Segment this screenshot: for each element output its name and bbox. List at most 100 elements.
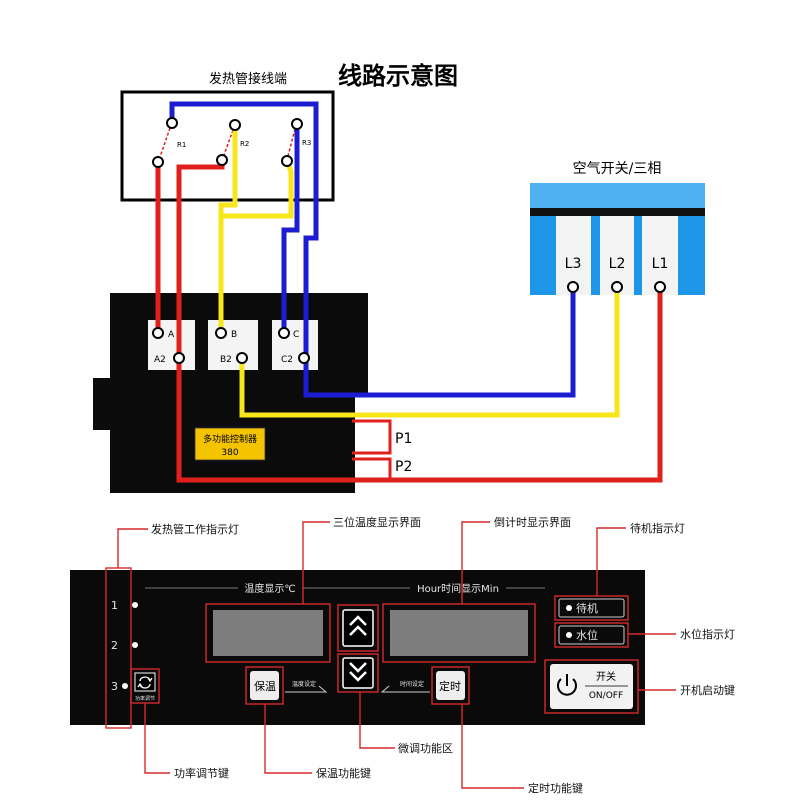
air-switch-label: 空气开关/三相 [573, 161, 662, 177]
time-set-arrow [380, 685, 430, 693]
terminal-r2-top [229, 119, 241, 131]
annotation-water-indicator: 水位指示灯 [680, 627, 735, 641]
water-light-frame [558, 625, 625, 645]
terminal-label-c: C [293, 330, 299, 340]
terminal-b2 [236, 352, 248, 364]
heater-indicator-light-1 [132, 602, 138, 608]
temp-display-title: 温度显示℃ [244, 582, 295, 595]
phase-label-l1: L1 [652, 256, 669, 272]
power-switch [550, 664, 633, 709]
port-label-p1: P1 [395, 431, 412, 447]
heater-element-r1 [159, 127, 171, 158]
terminal-l1 [654, 281, 666, 293]
annotation-line-fine-tune [359, 692, 395, 749]
controller-voltage: 380 [221, 448, 238, 458]
temp-set-label: 温度设定 [292, 680, 316, 688]
standby-light-frame [558, 598, 625, 618]
annotation-countdown-display: 倒计时显示界面 [494, 516, 571, 529]
indicator-number-1: 1 [111, 599, 118, 612]
resistor-label-r3: R3 [302, 139, 311, 147]
timer-key [436, 671, 465, 700]
annotation-keep-warm-key: 保温功能键 [316, 766, 371, 780]
terminal-r3-top [291, 118, 303, 130]
temp-set-arrow [285, 685, 328, 693]
time-display-screen [390, 610, 528, 656]
yellow-wire-r2-to-b [218, 125, 238, 333]
annotation-line-keep-warm-key [264, 704, 312, 774]
power-switch-highlight [544, 659, 639, 714]
terminal-label-b2: B2 [220, 355, 232, 365]
standby-light-label: 待机 [576, 601, 598, 615]
annotation-line-countdown-display [461, 521, 490, 604]
terminal-label-a: A [168, 330, 175, 340]
chevron-up-icon [349, 615, 367, 636]
power-adjust-key-label: 功率调节 [135, 695, 155, 702]
terminal-block-c [272, 320, 318, 370]
terminal-r1-top [166, 117, 178, 129]
indicator-number-2: 2 [111, 639, 118, 652]
annotation-line-power-adjust-key [144, 703, 170, 774]
controller-name: 多功能控制器 [203, 433, 257, 445]
terminal-label-b: B [231, 330, 237, 340]
terminal-c2 [298, 352, 310, 364]
annotation-power-adjust-key: 功率调节键 [174, 766, 229, 780]
red-wire-p2 [352, 457, 392, 478]
resistor-label-r1: R1 [177, 141, 186, 149]
blue-wire-r3-to-c [281, 124, 300, 333]
heater-element-r2 [223, 129, 234, 156]
keep-warm-key [250, 671, 279, 700]
terminal-r1-bottom [152, 156, 164, 168]
resistor-label-r2: R2 [240, 140, 249, 148]
terminal-label-c2: C2 [281, 355, 293, 365]
annotation-line-temp-display [302, 521, 330, 604]
timer-key-highlight [431, 666, 470, 705]
air-switch [530, 183, 705, 295]
yellow-wire-b2-to-l2 [239, 287, 620, 418]
terminal-r3-bottom [281, 155, 293, 167]
heater-indicator-light-3 [122, 683, 128, 689]
terminal-a [152, 327, 164, 339]
heater-terminal-label: 发热管接线端 [209, 71, 287, 87]
water-light-label: 水位 [576, 628, 598, 642]
annotation-temp-display: 三位温度显示界面 [333, 515, 421, 529]
chevron-down-icon [349, 662, 367, 682]
diagram-title: 线路示意图 [338, 62, 458, 90]
fine-tune-up-highlight [337, 604, 379, 652]
annotation-heater-indicator: 发热管工作指示灯 [151, 522, 239, 536]
annotation-power-key: 开机启动键 [680, 683, 735, 697]
swap-icon [137, 676, 153, 689]
heater-indicator-light-2 [132, 642, 138, 648]
annotation-line-heater-indicator [117, 528, 148, 568]
power-icon [557, 674, 577, 696]
annotation-standby-indicator: 待机指示灯 [630, 521, 685, 535]
terminal-block-b [208, 320, 258, 370]
terminal-c [278, 327, 290, 339]
indicator-number-3: 3 [111, 680, 118, 693]
temp-display-screen [213, 610, 323, 656]
red-wire-p1 [352, 419, 392, 455]
water-light [566, 632, 572, 638]
power-switch-label-cn: 开关 [596, 670, 616, 683]
annotation-fine-tune: 微调功能区 [398, 741, 453, 755]
power-switch-label-en: ON/OFF [589, 691, 623, 701]
standby-light-highlight [554, 595, 629, 621]
annotation-line-timer-key [461, 704, 524, 789]
phase-label-l3: L3 [565, 256, 582, 272]
time-display-title: Hour时间显示Min [417, 582, 499, 595]
timer-key-label: 定时 [439, 679, 461, 693]
time-set-label: 时间设定 [400, 680, 424, 688]
standby-light [566, 605, 572, 611]
water-light-highlight [554, 622, 629, 648]
control-panel [70, 570, 645, 725]
keep-warm-key-label: 保温 [254, 679, 276, 693]
terminal-label-a2: A2 [154, 355, 166, 365]
fine-tune-down-key [342, 657, 374, 689]
terminal-l3 [567, 281, 579, 293]
temp-display-highlight [205, 603, 331, 663]
phase-label-l2: L2 [609, 256, 626, 272]
controller-name-plate [194, 427, 266, 461]
annotation-line-standby-indicator [596, 527, 626, 596]
terminal-l2 [611, 281, 623, 293]
fine-tune-down-highlight [337, 653, 379, 693]
